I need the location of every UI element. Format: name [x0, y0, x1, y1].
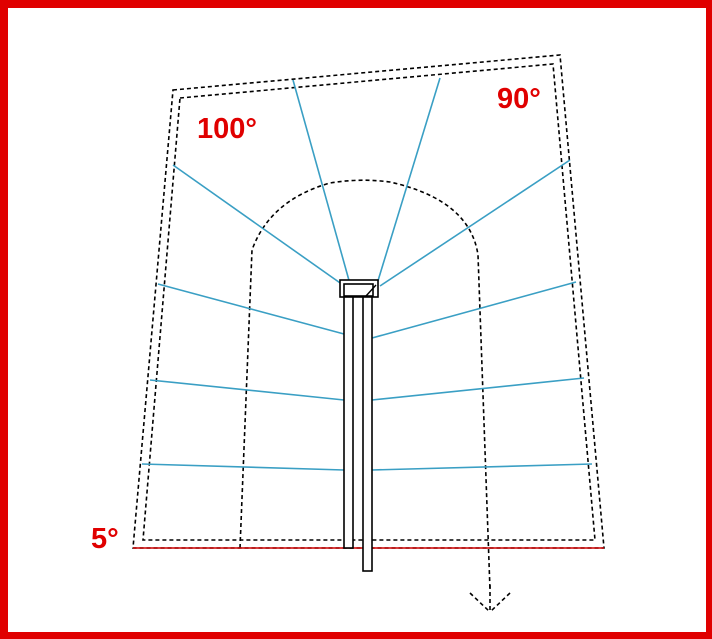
angle-label-90: 90° — [497, 83, 541, 115]
ray-upper-left — [172, 164, 344, 286]
angle-label-100: 100° — [197, 113, 257, 145]
ray-mid-right — [371, 281, 577, 339]
direction-arrow — [469, 585, 511, 613]
ray-mid-left — [157, 283, 345, 335]
ray-bottom-left — [141, 463, 345, 471]
ray-lower-right — [371, 377, 585, 401]
ray-lower-left — [149, 379, 345, 401]
newel-cap-diagonal — [365, 284, 377, 297]
newel-cap-inner — [343, 283, 374, 297]
ray-top-left — [292, 79, 351, 285]
ray-top-right — [376, 77, 441, 285]
angle-label-5: 5° — [91, 523, 119, 555]
ray-bottom-right — [371, 463, 593, 471]
center-post-left — [343, 294, 354, 549]
inner-arch — [239, 179, 491, 591]
ray-upper-right — [379, 159, 571, 287]
outer-outline-inner — [142, 63, 596, 541]
center-post-right — [362, 294, 373, 572]
tread-rays — [141, 77, 593, 471]
